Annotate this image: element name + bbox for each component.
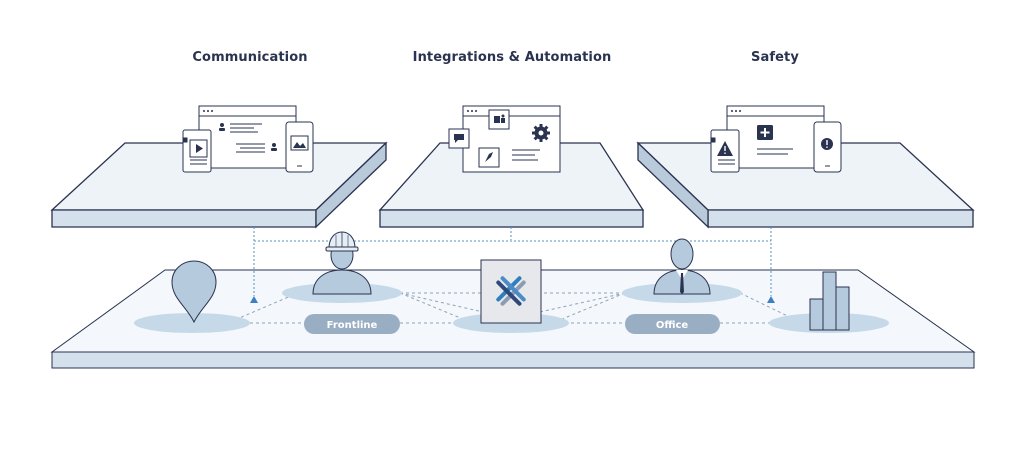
pill-frontline: Frontline: [304, 314, 400, 334]
gear-icon: [532, 124, 550, 142]
buildings-icon: [809, 271, 850, 331]
office-worker-icon: [653, 238, 711, 295]
connector-arrow-left: [250, 296, 258, 303]
compass-icon: [478, 147, 500, 168]
pill-frontline-label: Frontline: [327, 320, 378, 331]
teams-icon: [488, 109, 510, 130]
heading-communication: Communication: [192, 50, 308, 65]
heading-integrations: Integrations & Automation: [412, 50, 612, 65]
integrations-devices: [448, 105, 561, 173]
chat-icon: [448, 128, 470, 149]
connector-arrow-right: [767, 296, 775, 303]
location-pin-icon: [171, 260, 217, 324]
platform-integrations: [378, 142, 645, 228]
company-logo-icon: [480, 259, 542, 324]
pill-office: Office: [625, 314, 720, 334]
communication-devices: [182, 105, 314, 173]
plus-icon: [757, 125, 773, 140]
alert-icon: [821, 138, 833, 150]
platform-safety: [636, 141, 975, 229]
platform-connectors: [253, 227, 772, 296]
warning-icon: [717, 141, 733, 156]
pill-office-label: Office: [656, 320, 689, 331]
user-icon: [219, 123, 277, 151]
tablet-image-icon: [290, 135, 309, 151]
hard-hat-worker-icon: [312, 231, 372, 295]
safety-devices: [710, 105, 842, 173]
heading-safety: Safety: [751, 50, 799, 65]
phone-play-icon: [189, 139, 208, 158]
